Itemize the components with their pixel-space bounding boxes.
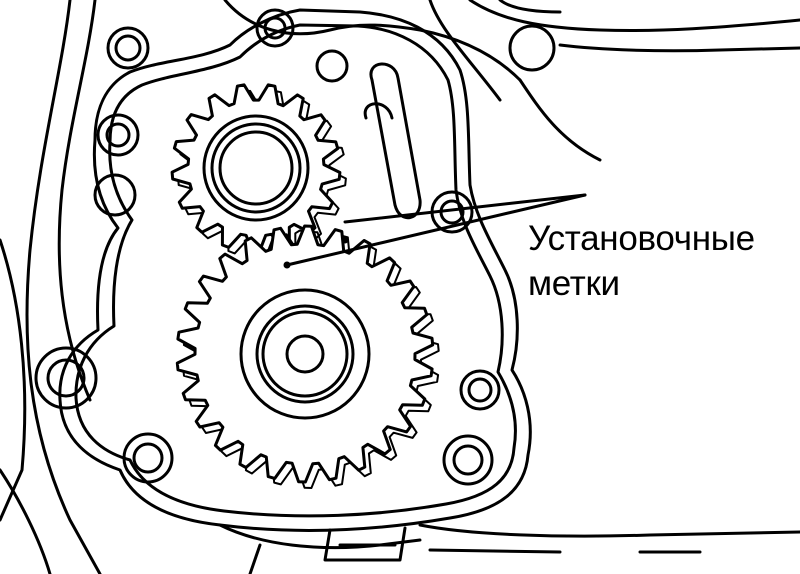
large-gear-hub (239, 288, 371, 420)
drive-gear-small (170, 83, 347, 259)
bolt-hole-left-upper (96, 113, 140, 157)
driven-gear-large (175, 224, 440, 489)
gear-large-teeth (175, 224, 435, 484)
relief-slot (363, 62, 422, 219)
alignment-mark-upper (341, 236, 349, 244)
bolt-hole-top (255, 8, 295, 48)
bolt-hole-top-mid (315, 49, 349, 83)
callout-label: Установочные метки (528, 216, 755, 306)
bolt-hole-bottom-left (122, 432, 174, 484)
bolt-hole-left-mid (93, 173, 137, 217)
callout-leader-lines (285, 193, 587, 267)
small-gear-hub (202, 114, 310, 222)
gear-small-teeth (170, 83, 342, 254)
bolt-hole-left-lower (34, 346, 98, 410)
callout-label-line2: метки (528, 264, 620, 303)
callout-label-line1: Установочные (528, 219, 755, 258)
bolt-hole-top-left (106, 26, 150, 70)
bolt-holes (34, 8, 556, 486)
bolt-hole-right-lower (459, 369, 501, 411)
bolt-hole-bottom-right (442, 434, 494, 486)
bolt-hole-right-upper (508, 24, 556, 72)
